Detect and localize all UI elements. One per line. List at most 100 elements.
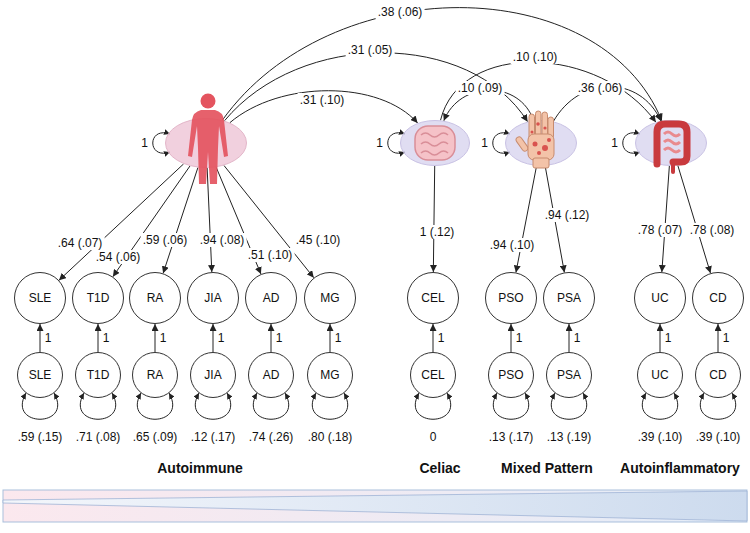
path-arrow bbox=[511, 324, 512, 352]
disease-circle bbox=[246, 273, 297, 324]
path-arrow bbox=[330, 324, 331, 352]
disease-circle bbox=[249, 353, 294, 398]
path-coefficient: 1 (.12) bbox=[418, 225, 457, 239]
fixed-loading: 1 bbox=[218, 331, 225, 345]
path-arrow bbox=[678, 166, 711, 274]
node-shape bbox=[400, 120, 470, 166]
fixed-loading: 1 bbox=[665, 331, 672, 345]
residual-variance: .65 (.09) bbox=[133, 430, 178, 444]
disease-name: SLE bbox=[29, 368, 52, 382]
path-coefficient: .31 (.10) bbox=[298, 93, 347, 107]
fixed-loading: 1 bbox=[574, 331, 581, 345]
latent-disease: JIA bbox=[187, 272, 239, 324]
fixed-loading: 1 bbox=[335, 331, 342, 345]
latent-disease: RA bbox=[129, 272, 181, 324]
disease-circle bbox=[15, 273, 66, 324]
disease-name: CD bbox=[709, 291, 726, 305]
path-coefficient: .51 (.10) bbox=[246, 248, 295, 262]
path-coefficient: .45 (.10) bbox=[294, 233, 343, 247]
factor-ellipse bbox=[636, 121, 707, 166]
disease-circle bbox=[638, 353, 683, 398]
path-coefficient: .94 (.08) bbox=[198, 233, 247, 247]
variance-value: 1 bbox=[481, 136, 488, 150]
disease-name: PSO bbox=[498, 291, 523, 305]
rectum bbox=[671, 162, 675, 172]
disease-name: PSO bbox=[498, 368, 523, 382]
latent-disease: UC bbox=[634, 272, 686, 324]
correlation-arrow bbox=[225, 53, 528, 122]
disease-circle bbox=[73, 273, 124, 324]
intestine-coils bbox=[421, 133, 448, 155]
path-arrow bbox=[516, 166, 537, 273]
residual-variance: 0 bbox=[430, 430, 437, 444]
group-label: Autoimmune bbox=[157, 460, 243, 477]
residual-variance: .13 (.17) bbox=[489, 430, 534, 444]
hand-wrist bbox=[533, 158, 549, 168]
variance-value: 1 bbox=[141, 136, 148, 150]
path-coefficient: .31 (.05) bbox=[346, 43, 395, 57]
disease-circle bbox=[693, 273, 744, 324]
psoriasis-spot bbox=[533, 142, 538, 147]
disease-circle bbox=[188, 273, 239, 324]
disease-name: CEL bbox=[421, 291, 444, 305]
path-coefficient: .78 (.08) bbox=[688, 223, 737, 237]
disease-circle bbox=[308, 353, 353, 398]
latent-factor: 1 bbox=[165, 118, 247, 168]
psoriasis-spot bbox=[547, 138, 551, 142]
latent-disease: T1D bbox=[72, 272, 124, 324]
path-coefficient: .10 (.09) bbox=[456, 81, 505, 95]
variance-value: 1 bbox=[376, 136, 383, 150]
psoriasis-spot bbox=[543, 126, 546, 129]
hand-icon bbox=[515, 111, 554, 168]
path-arrow bbox=[662, 166, 670, 272]
residual-variance: .13 (.19) bbox=[547, 430, 592, 444]
disease-name: AD bbox=[263, 368, 280, 382]
residual-variance: .80 (.18) bbox=[308, 430, 353, 444]
disease-circle bbox=[18, 353, 63, 398]
residual-variance: .74 (.26) bbox=[249, 430, 294, 444]
path-coefficient: .59 (.06) bbox=[141, 233, 190, 247]
factor-ellipse bbox=[401, 121, 470, 166]
disease-circle bbox=[130, 273, 181, 324]
latent-disease: CEL bbox=[407, 272, 459, 324]
psoriasis-spot bbox=[536, 122, 540, 126]
observed-disease: CD.39 (.10) bbox=[695, 352, 741, 398]
person-head bbox=[201, 94, 216, 109]
path-arrow bbox=[98, 324, 99, 352]
disease-circle bbox=[191, 353, 236, 398]
disease-circle bbox=[305, 273, 356, 324]
fixed-loading: 1 bbox=[276, 331, 283, 345]
fixed-loading: 1 bbox=[160, 331, 167, 345]
disease-name: CEL bbox=[421, 368, 444, 382]
observed-disease: AD.74 (.26) bbox=[248, 352, 294, 398]
path-coefficient: .54 (.06) bbox=[94, 250, 143, 264]
disease-name: CD bbox=[709, 368, 726, 382]
observed-disease: PSA.13 (.19) bbox=[546, 352, 592, 398]
path-arrow bbox=[213, 324, 214, 352]
disease-circle bbox=[133, 353, 178, 398]
disease-name: T1D bbox=[87, 291, 110, 305]
path-arrow bbox=[569, 324, 570, 352]
disease-circle bbox=[411, 353, 456, 398]
path-arrow bbox=[718, 324, 719, 352]
psoriasis-spot bbox=[542, 145, 548, 151]
hand-thumb bbox=[515, 136, 529, 153]
group-label: Mixed Pattern bbox=[501, 460, 593, 477]
gradient-wedge bbox=[3, 491, 747, 521]
path-coefficient: .38 (.06) bbox=[376, 5, 425, 19]
latent-disease: SLE bbox=[14, 272, 66, 324]
residual-variance: .39 (.10) bbox=[638, 430, 683, 444]
disease-name: JIA bbox=[204, 368, 221, 382]
node-shape bbox=[505, 120, 577, 166]
latent-disease: MG bbox=[304, 272, 356, 324]
psoriasis-spot bbox=[531, 131, 534, 134]
disease-name: PSA bbox=[557, 291, 581, 305]
path-arrow bbox=[59, 164, 184, 280]
disease-circle bbox=[486, 273, 537, 324]
disease-name: UC bbox=[651, 368, 668, 382]
group-label: Celiac bbox=[419, 460, 460, 477]
hand-palm bbox=[528, 134, 554, 160]
node-shape bbox=[635, 120, 707, 166]
